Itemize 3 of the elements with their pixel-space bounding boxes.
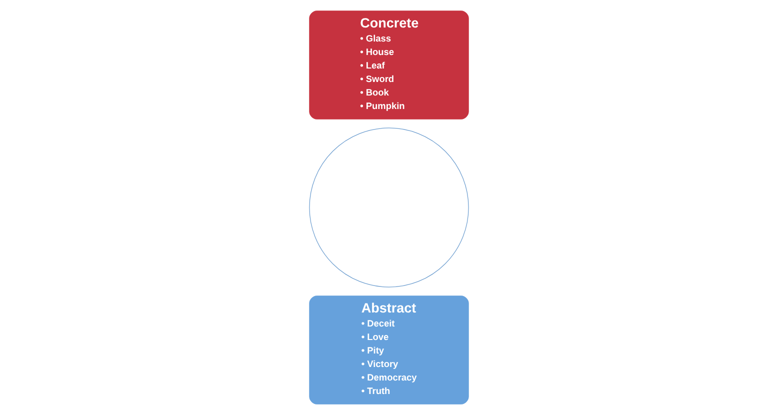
node-circle — [308, 128, 468, 288]
node-box: Concrete • Glass • House • Leaf • Sword • Book • Pumpkin — [308, 10, 468, 120]
node-box: Abstract • Deceit • Love • Pity • Victory • Democracy • Truth — [308, 296, 468, 404]
